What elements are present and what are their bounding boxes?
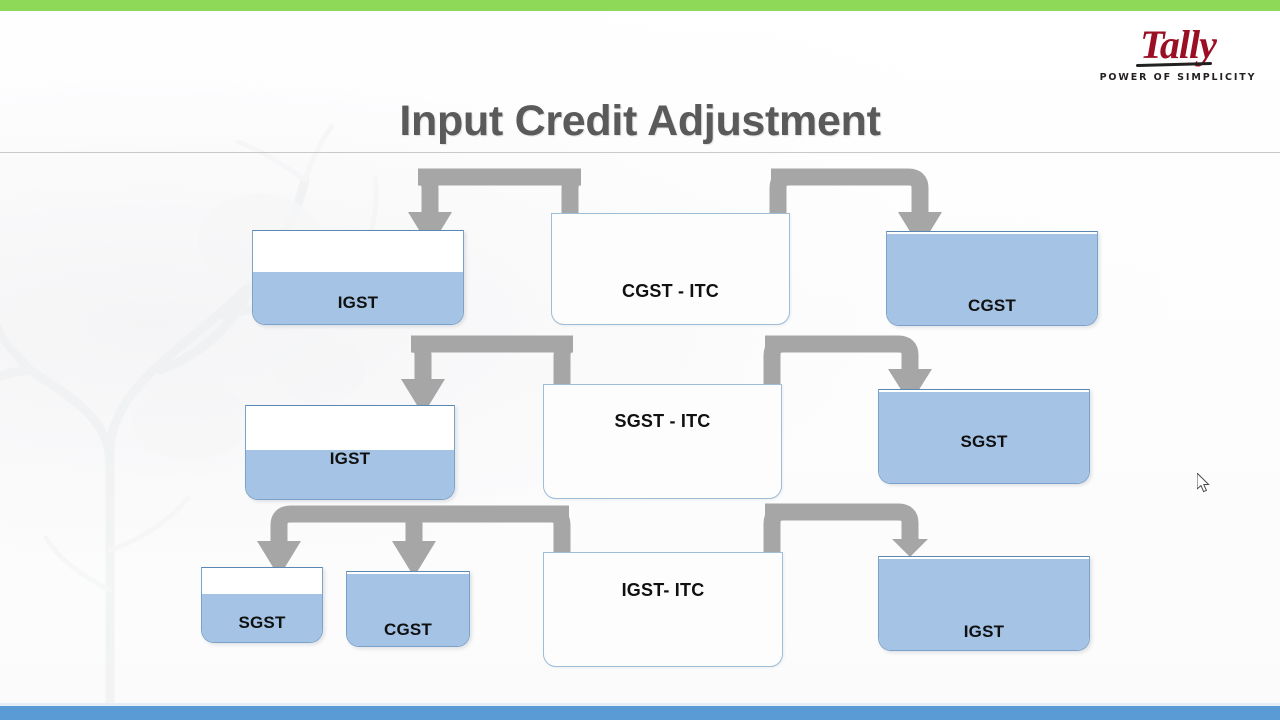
- ledger-cgst-itc[interactable]: CGST - ITC: [551, 213, 790, 325]
- ledger-label-cgst-itc: CGST - ITC: [622, 281, 719, 301]
- bottom-band-highlight: [0, 703, 1280, 706]
- tank-fill-cgst-row3: [347, 574, 469, 646]
- tank-cgst-row3[interactable]: CGST: [346, 571, 470, 647]
- tank-fill-cgst-row1: [887, 234, 1097, 325]
- tank-fill-sgst-row3: [202, 593, 322, 642]
- tank-sgst-row3[interactable]: SGST: [201, 567, 323, 643]
- flow-arrows-layer: .pipe { fill:none; stroke:#a6a6a6; strok…: [257, 168, 942, 652]
- tank-fill-igst-row1: [253, 272, 463, 324]
- tank-cgst-row1[interactable]: CGST: [886, 231, 1098, 326]
- top-accent-band: [0, 0, 1280, 11]
- ledger-sgst-itc[interactable]: SGST - ITC: [543, 384, 782, 499]
- ledger-label-igst-itc: IGST- ITC: [621, 580, 705, 600]
- logo-tagline: POWER OF SIMPLICITY: [1099, 72, 1257, 83]
- tank-igst-row3[interactable]: IGST: [878, 556, 1090, 651]
- tank-igst-row1[interactable]: IGST: [252, 230, 464, 325]
- tank-igst-row2[interactable]: IGST: [245, 405, 455, 500]
- ledger-igst-itc[interactable]: IGST- ITC: [543, 552, 783, 667]
- logo-wordmark: Tally: [1134, 25, 1222, 67]
- ledger-label-sgst-itc: SGST - ITC: [614, 411, 711, 431]
- page-title: Input Credit Adjustment: [399, 97, 881, 145]
- header-divider: [0, 152, 1280, 153]
- tally-logo: Tally POWER OF SIMPLICITY: [1098, 25, 1258, 84]
- arrow-igst-itc-to-sgst-cgst: [257, 505, 571, 652]
- tank-fill-sgst-row2: [879, 392, 1089, 483]
- tank-fill-igst-row2: [246, 449, 454, 499]
- bottom-accent-band: [0, 706, 1280, 720]
- arrow-cgst-itc-to-cgst: [769, 168, 942, 308]
- tank-fill-igst-row3: [879, 559, 1089, 650]
- arrow-igst-itc-to-igst: [763, 503, 928, 652]
- arrow-sgst-itc-to-igst: [401, 335, 574, 482]
- tank-sgst-row2[interactable]: SGST: [878, 389, 1090, 484]
- slide-header: Tally POWER OF SIMPLICITY Input Credit A…: [0, 11, 1280, 152]
- input-credit-flow-diagram: .pipe { fill:none; stroke:#a6a6a6; strok…: [0, 152, 1280, 706]
- arrow-sgst-itc-to-sgst: [763, 335, 932, 482]
